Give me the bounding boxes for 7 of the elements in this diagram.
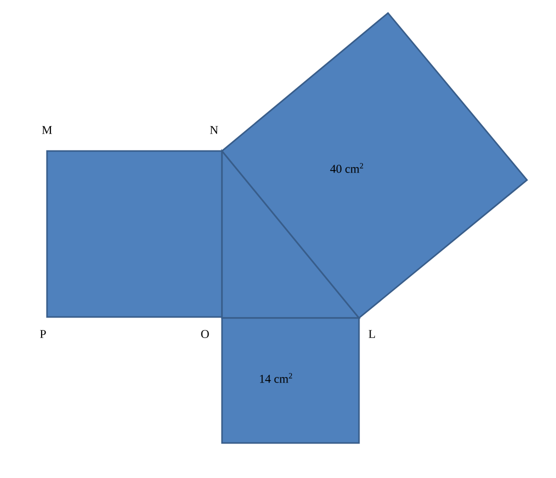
vertex-label: N — [210, 126, 218, 134]
vertex-label: L — [368, 330, 375, 338]
square — [46, 150, 223, 318]
square: 14 cm$^{2}$ — [221, 317, 360, 444]
vertex-label: M — [42, 126, 52, 134]
vertex-label: O — [201, 330, 209, 338]
vertex-label: P — [40, 330, 46, 338]
